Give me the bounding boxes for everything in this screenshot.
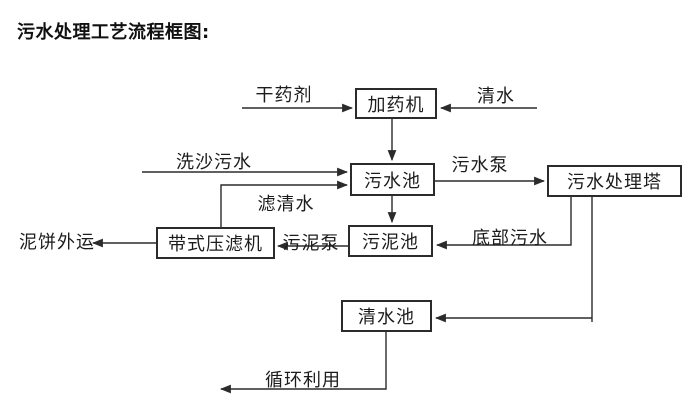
flow-box-sewage-treatment-tower: 污水处理塔 — [547, 165, 682, 197]
edge-label-recycling-use: 循环利用 — [265, 370, 341, 391]
arrow-bottom-sewage-tower-to-sludge-pool — [435, 197, 572, 250]
flow-box-belt-filter-press: 带式压滤机 — [156, 227, 275, 259]
flow-box-dosing-machine: 加药机 — [355, 88, 437, 119]
edge-label-mud-cake-transport: 泥饼外运 — [19, 232, 95, 253]
edge-label-sludge-pump: 污泥泵 — [282, 233, 340, 254]
arrow-filtered-water-press-to-sewage-pool — [220, 180, 349, 227]
edge-label-sewage-pump: 污水泵 — [451, 155, 509, 176]
diagram-title: 污水处理工艺流程框图: — [17, 22, 210, 43]
edge-label-bottom-sewage: 底部污水 — [472, 228, 548, 249]
edge-label-clean-water: 清水 — [477, 86, 515, 107]
edge-label-sand-washing-sewage: 洗沙污水 — [176, 152, 252, 173]
edge-label-filtered-clean-water: 滤清水 — [257, 194, 315, 215]
edge-label-dry-chemical: 干药剂 — [255, 85, 313, 106]
flow-box-clean-water-pool: 清水池 — [341, 300, 432, 332]
arrow-clean-water-pool-to-recycling — [219, 332, 387, 394]
flow-box-sewage-pool: 污水池 — [350, 163, 435, 196]
flow-box-sludge-pool: 污泥池 — [348, 225, 433, 257]
